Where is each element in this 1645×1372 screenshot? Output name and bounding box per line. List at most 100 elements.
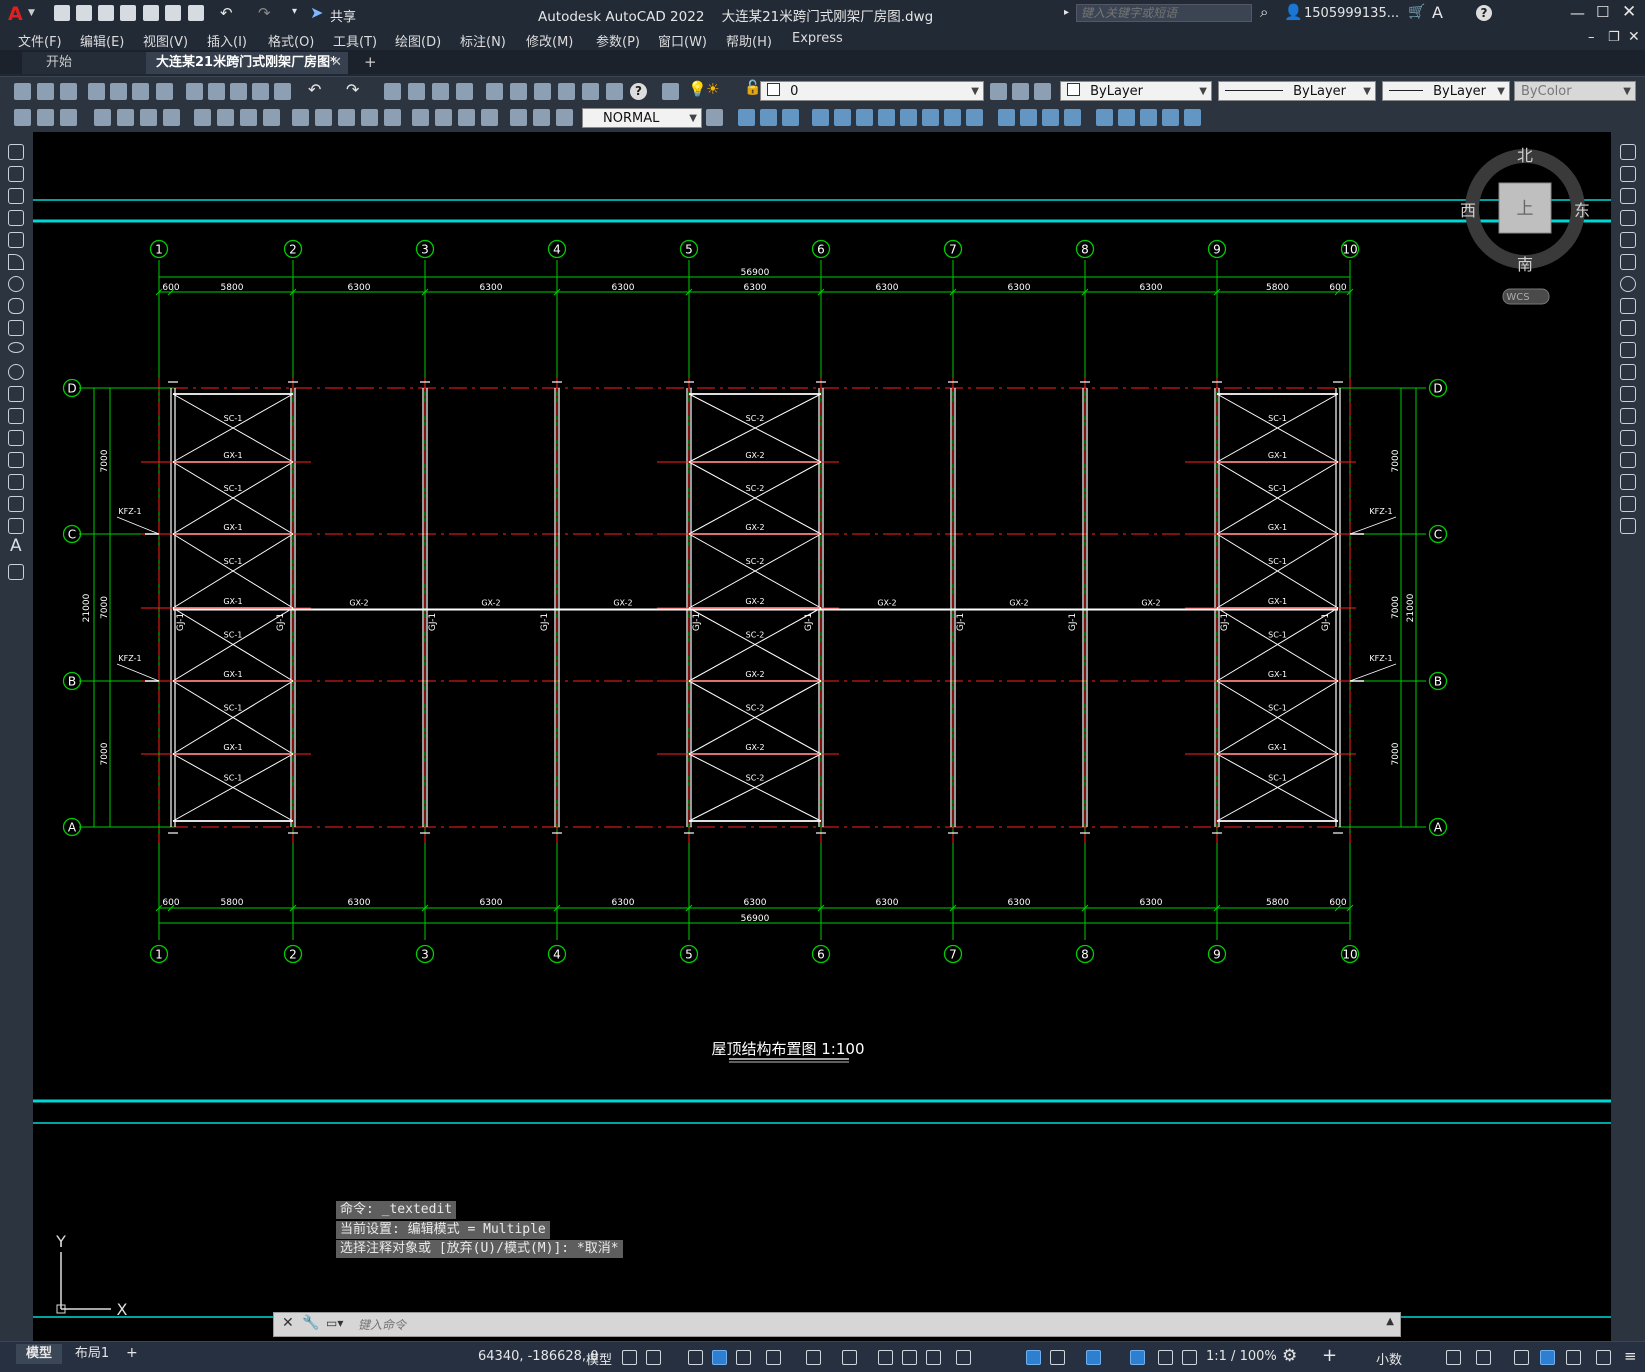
linetype-dropdown[interactable]: ByLayer ▼ — [1218, 81, 1376, 101]
menu-file[interactable]: 文件(F) — [18, 35, 62, 50]
clean-screen-icon[interactable] — [1566, 1350, 1581, 1365]
save-as-icon[interactable] — [120, 5, 136, 21]
tb-sheetset-icon[interactable] — [558, 83, 575, 100]
tb2-icon-b06[interactable] — [856, 109, 873, 126]
mtext-icon[interactable]: A — [10, 536, 22, 556]
dim-edit-icon[interactable] — [510, 109, 527, 126]
dim-diameter-icon[interactable] — [240, 109, 257, 126]
doc-restore-icon[interactable]: ❐ — [1608, 30, 1620, 45]
annotation-visibility-icon[interactable] — [1130, 1350, 1145, 1365]
insert-block-icon[interactable] — [8, 386, 24, 402]
plot-icon[interactable] — [188, 5, 204, 21]
break-at-point-icon[interactable] — [1620, 386, 1636, 402]
gradient-icon[interactable] — [8, 474, 24, 490]
tb-zoom-realtime-icon[interactable] — [408, 83, 425, 100]
wcs-button[interactable] — [1502, 288, 1550, 305]
dim-arc-icon[interactable] — [140, 109, 157, 126]
command-customize-icon[interactable]: 🔧 — [302, 1315, 320, 1331]
dim-text-edit-icon[interactable] — [533, 109, 550, 126]
polyline-icon[interactable] — [8, 188, 24, 204]
viewcube-top-face[interactable] — [1498, 182, 1552, 234]
model-space-button[interactable]: 模型 — [586, 1353, 613, 1368]
ellipse-arc-icon[interactable] — [8, 364, 24, 380]
tb-toolpalette-icon[interactable] — [534, 83, 551, 100]
tb-copy-icon[interactable] — [208, 83, 225, 100]
tb2-icon-b13[interactable] — [1020, 109, 1037, 126]
tab-close-icon[interactable]: ✕ — [331, 55, 342, 70]
tb-layer-manager-icon[interactable] — [662, 83, 679, 100]
line-icon[interactable] — [8, 144, 24, 160]
tb2-icon-b16[interactable] — [1096, 109, 1113, 126]
stretch-icon[interactable] — [1620, 320, 1636, 336]
share-icon[interactable]: ➤ — [310, 3, 324, 22]
textstyle-dropdown[interactable]: NORMAL ▼ — [582, 108, 702, 128]
tb2-icon-b10[interactable] — [944, 109, 961, 126]
tb2-icon-b08[interactable] — [900, 109, 917, 126]
auto-scale-icon[interactable] — [1158, 1350, 1173, 1365]
tab-drawing[interactable]: 大连某21米跨门式刚架厂房图* ✕ — [146, 52, 348, 74]
autodesk-app-icon[interactable]: A — [1432, 3, 1443, 22]
full-screen-icon[interactable] — [1596, 1350, 1611, 1365]
menu-window[interactable]: 窗口(W) — [658, 35, 707, 50]
add-layout-icon[interactable]: + — [126, 1345, 138, 1361]
menu-tools[interactable]: 工具(T) — [333, 35, 378, 50]
redo-icon[interactable]: ↷ — [258, 4, 271, 22]
make-block-icon[interactable] — [8, 408, 24, 424]
units-value[interactable]: 小数 — [1376, 1353, 1403, 1368]
search-input[interactable] — [1076, 4, 1252, 22]
inspect-icon[interactable] — [458, 109, 475, 126]
tb-cut-icon[interactable] — [186, 83, 203, 100]
infer-constraints-icon[interactable] — [688, 1350, 703, 1365]
trim-icon[interactable] — [1620, 342, 1636, 358]
menu-dimension[interactable]: 标注(N) — [460, 35, 506, 50]
menu-parametric[interactable]: 参数(P) — [596, 35, 640, 50]
object-snap-tracking-icon[interactable] — [806, 1350, 821, 1365]
tb2-icon-b20[interactable] — [1184, 109, 1201, 126]
region-icon[interactable] — [8, 496, 24, 512]
dim-update-icon[interactable] — [556, 109, 573, 126]
user-name[interactable]: 1505999135... — [1304, 6, 1400, 21]
arc-icon[interactable] — [8, 254, 24, 270]
viewcube-east[interactable]: 东 — [1574, 201, 1590, 220]
array-icon[interactable] — [1620, 232, 1636, 248]
join-icon[interactable] — [1620, 430, 1636, 446]
spline-icon[interactable] — [8, 320, 24, 336]
app-menu-arrow-icon[interactable]: ▼ — [28, 8, 35, 18]
lock-ui-icon[interactable] — [1476, 1350, 1491, 1365]
cart-icon[interactable]: 🛒 — [1408, 4, 1426, 20]
viewcube-south[interactable]: 南 — [1517, 255, 1533, 274]
tb-calc-icon[interactable] — [606, 83, 623, 100]
plotstyle-dropdown[interactable]: ByColor ▼ — [1514, 81, 1636, 101]
dim-aligned-icon[interactable] — [117, 109, 134, 126]
tb2-icon-b14[interactable] — [1042, 109, 1059, 126]
tb2-icon-b18[interactable] — [1140, 109, 1157, 126]
break-icon[interactable] — [1620, 408, 1636, 424]
new-tab-icon[interactable]: + — [364, 53, 377, 71]
isolate-objects-icon[interactable] — [1514, 1350, 1529, 1365]
tolerance-icon[interactable] — [412, 109, 429, 126]
undo-icon[interactable]: ↶ — [220, 4, 233, 22]
menu-edit[interactable]: 编辑(E) — [80, 35, 125, 50]
menu-help[interactable]: 帮助(H) — [726, 35, 772, 50]
qa-customize-icon[interactable]: ▾ — [292, 6, 298, 17]
tb-save-icon[interactable] — [60, 83, 77, 100]
move-icon[interactable] — [1620, 254, 1636, 270]
share-button[interactable]: 共享 — [330, 10, 357, 25]
copy-icon[interactable] — [1620, 166, 1636, 182]
point-icon[interactable] — [8, 430, 24, 446]
layer-dropdown[interactable]: 0 ▼ — [760, 81, 984, 101]
tb-3dprint-icon[interactable] — [156, 83, 173, 100]
command-history-arrow-icon[interactable]: ▲ — [1386, 1316, 1394, 1327]
viewcube-west[interactable]: 西 — [1460, 201, 1476, 220]
tb-properties-icon[interactable] — [486, 83, 503, 100]
tb-paste-icon[interactable] — [230, 83, 247, 100]
coordinate-readout[interactable]: 64340, -186628, 0 — [478, 1349, 599, 1364]
save-icon[interactable] — [98, 5, 114, 21]
menu-insert[interactable]: 插入(I) — [207, 35, 247, 50]
lineweight-dropdown[interactable]: ByLayer ▼ — [1382, 81, 1510, 101]
isometric-icon[interactable] — [766, 1350, 781, 1365]
tb-pan-icon[interactable] — [384, 83, 401, 100]
dynamic-ucs-icon[interactable] — [1026, 1350, 1041, 1365]
tb-layer-iso-icon[interactable] — [1012, 83, 1029, 100]
polar-tracking-icon[interactable] — [736, 1350, 751, 1365]
